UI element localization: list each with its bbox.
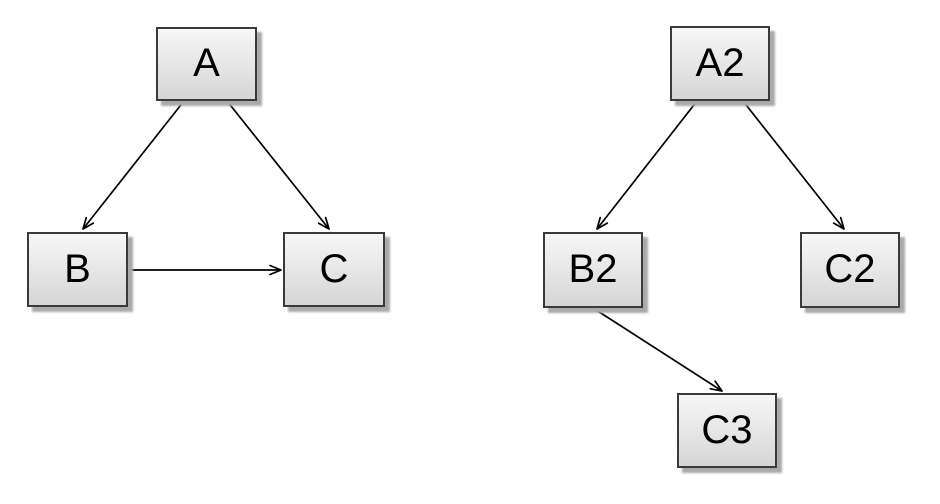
node-C: C [283, 232, 385, 307]
edge-A2-B2 [596, 100, 698, 230]
node-C2: C2 [800, 232, 900, 308]
node-C3: C3 [677, 393, 777, 468]
node-B2: B2 [543, 232, 643, 308]
node-A: A [156, 27, 257, 101]
node-label: C3 [701, 407, 753, 452]
edge-B2-C3 [592, 307, 723, 392]
node-label: A2 [695, 40, 745, 85]
node-label: B2 [568, 247, 618, 291]
node-label: A [193, 41, 220, 85]
node-label: C [319, 246, 349, 291]
edge-A-C [226, 100, 330, 230]
edge-A-B [82, 100, 185, 230]
node-label: C2 [824, 247, 876, 291]
node-A2: A2 [670, 26, 770, 101]
edge-A2-C2 [742, 100, 845, 230]
node-B: B [27, 232, 128, 307]
node-label: B [64, 246, 91, 291]
